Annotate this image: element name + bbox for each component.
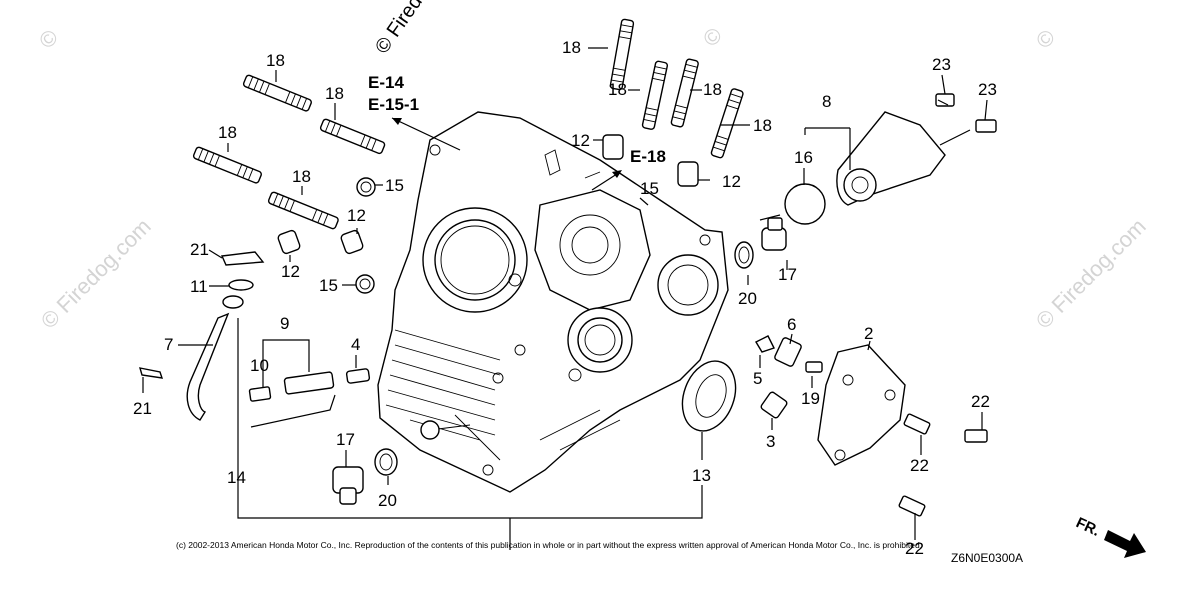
right-parts (734, 93, 997, 517)
watermark-text: © Firedog.com (36, 214, 156, 334)
ref-e18: E-18 (630, 147, 666, 166)
label-part-18: 18 (325, 84, 344, 103)
label-part-18: 18 (608, 80, 627, 99)
label-part-22: 22 (905, 539, 924, 558)
front-direction-marker: FR. (1073, 514, 1146, 558)
label-part-18: 18 (218, 123, 237, 142)
front-label: FR. (1073, 514, 1102, 540)
label-part-15: 15 (640, 179, 659, 198)
footer: (c) 2002-2013 American Honda Motor Co., … (176, 540, 1023, 565)
label-part-7: 7 (164, 335, 173, 354)
label-part-12: 12 (571, 131, 590, 150)
dowel-pins (277, 134, 699, 255)
watermark-text: © Firedog (371, 0, 440, 58)
label-part-10: 10 (250, 356, 269, 375)
front-arrow-icon (1104, 530, 1146, 558)
lower-parts (332, 360, 737, 505)
label-part-3: 3 (766, 432, 775, 451)
label-part-20: 20 (738, 289, 757, 308)
label-part-15: 15 (385, 176, 404, 195)
label-part-22: 22 (910, 456, 929, 475)
left-small-parts (139, 251, 371, 421)
label-part-19: 19 (801, 389, 820, 408)
label-part-14: 14 (227, 468, 246, 487)
label-part-15: 15 (319, 276, 338, 295)
ref-e15-1: E-15-1 (368, 95, 419, 114)
label-part-6: 6 (787, 315, 796, 334)
watermark-text: © (34, 24, 63, 53)
label-part-4: 4 (351, 335, 360, 354)
label-part-22: 22 (971, 392, 990, 411)
watermark-text: © Firedog.com (1031, 214, 1151, 334)
label-part-16: 16 (794, 148, 813, 167)
label-part-17: 17 (778, 265, 797, 284)
label-part-12: 12 (281, 262, 300, 281)
label-part-11: 11 (190, 277, 208, 296)
stud-bolts (192, 18, 744, 230)
label-part-12: 12 (347, 206, 366, 225)
label-part-2: 2 (864, 324, 873, 343)
crankcase (377, 111, 729, 493)
section-references: E-14 E-15-1 E-18 (368, 73, 666, 166)
label-part-9: 9 (280, 314, 289, 333)
watermark-text: © (698, 22, 727, 51)
label-part-23: 23 (978, 80, 997, 99)
label-part-21: 21 (133, 399, 152, 418)
label-part-18: 18 (292, 167, 311, 186)
label-part-8: 8 (822, 92, 831, 111)
ref-e14: E-14 (368, 73, 404, 92)
label-part-23: 23 (932, 55, 951, 74)
label-part-5: 5 (753, 369, 762, 388)
label-part-18: 18 (562, 38, 581, 57)
label-part-21: 21 (190, 240, 209, 259)
label-part-18: 18 (266, 51, 285, 70)
label-part-20: 20 (378, 491, 397, 510)
watermark-text: © (1031, 24, 1060, 53)
label-part-18: 18 (753, 116, 772, 135)
copyright-notice: (c) 2002-2013 American Honda Motor Co., … (176, 540, 922, 550)
label-part-12: 12 (722, 172, 741, 191)
diagram-code: Z6N0E0300A (951, 551, 1023, 565)
part-numbers: 18 18 18 18 18 18 18 18 12 12 12 12 15 1… (133, 38, 997, 558)
label-part-17: 17 (336, 430, 355, 449)
leader-lines (142, 47, 988, 550)
label-part-13: 13 (692, 466, 711, 485)
label-part-18: 18 (703, 80, 722, 99)
